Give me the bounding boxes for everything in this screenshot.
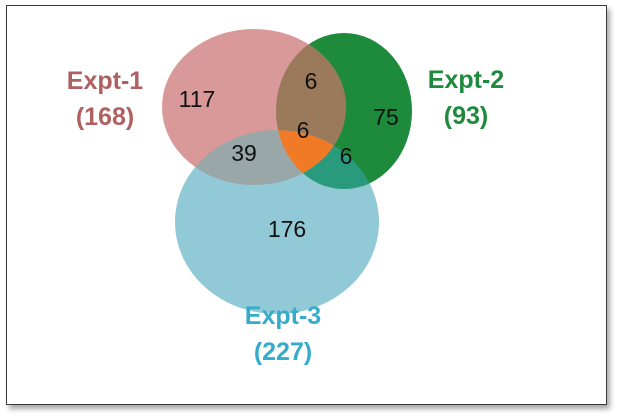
overlap-2-3: [276, 130, 379, 189]
region-only-3: 176: [268, 216, 306, 242]
region-only-2: 75: [373, 104, 399, 130]
set3-name: Expt-3: [245, 302, 321, 330]
region-2-3: 6: [340, 143, 353, 169]
set1-name: Expt-1: [67, 67, 144, 95]
set2-name: Expt-2: [428, 66, 504, 94]
set1-total: (168): [76, 103, 134, 131]
set2-total: (93): [444, 102, 488, 130]
region-1-2-3: 6: [297, 117, 310, 143]
region-1-2: 6: [305, 68, 318, 94]
region-only-1: 117: [179, 86, 216, 112]
region-1-3: 39: [231, 140, 257, 166]
set3-total: (227): [254, 338, 312, 366]
